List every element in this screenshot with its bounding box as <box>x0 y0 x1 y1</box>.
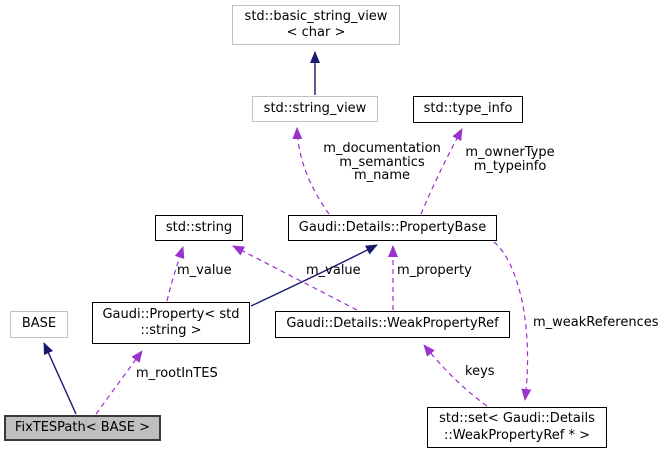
edge-label-m-property: m_property <box>397 263 472 278</box>
edge-property-uses-string <box>166 246 185 302</box>
node-base: BASE <box>10 311 68 338</box>
edge-fixtespath-inherits-base <box>43 342 77 415</box>
node-basic-string-view: std::basic_string_view < char > <box>232 5 400 45</box>
node-fix-tes-path: FixTESPath< BASE > <box>4 415 161 441</box>
edge-weakpropertyref-uses-string <box>232 245 358 311</box>
edge-property-inherits-propertybase <box>250 244 378 307</box>
edge-propertybase-uses-typeinfo <box>420 128 463 215</box>
node-type-info[interactable]: std::type_info <box>413 96 523 123</box>
edge-label-keys: keys <box>465 364 495 379</box>
node-property-base[interactable]: Gaudi::Details::PropertyBase <box>288 215 497 241</box>
node-weak-ref-set[interactable]: std::set< Gaudi::Details ::WeakPropertyR… <box>427 407 607 448</box>
edge-label-ownertype-typeinfo: m_ownerType m_typeinfo <box>465 145 555 174</box>
edge-propertybase-uses-stringview <box>292 127 330 215</box>
edge-propertybase-uses-weakrefset <box>493 241 532 401</box>
node-string-view: std::string_view <box>252 96 378 122</box>
node-gaudi-property-string[interactable]: Gaudi::Property< std ::string > <box>92 302 250 344</box>
edge-fixtespath-uses-property <box>95 350 143 415</box>
edge-label-m-value-center: m_value <box>306 263 361 278</box>
edge-label-m-value-left: m_value <box>177 263 232 278</box>
edge-label-m-rootintes: m_rootInTES <box>136 366 218 381</box>
edge-label-doc-semantics-name: m_documentation m_semantics m_name <box>323 141 441 183</box>
node-weak-property-ref[interactable]: Gaudi::Details::WeakPropertyRef <box>275 311 510 338</box>
edge-label-m-weakreferences: m_weakReferences <box>533 315 659 330</box>
edge-weakrefset-uses-weakpropertyref <box>423 344 488 407</box>
node-std-string[interactable]: std::string <box>155 215 243 241</box>
